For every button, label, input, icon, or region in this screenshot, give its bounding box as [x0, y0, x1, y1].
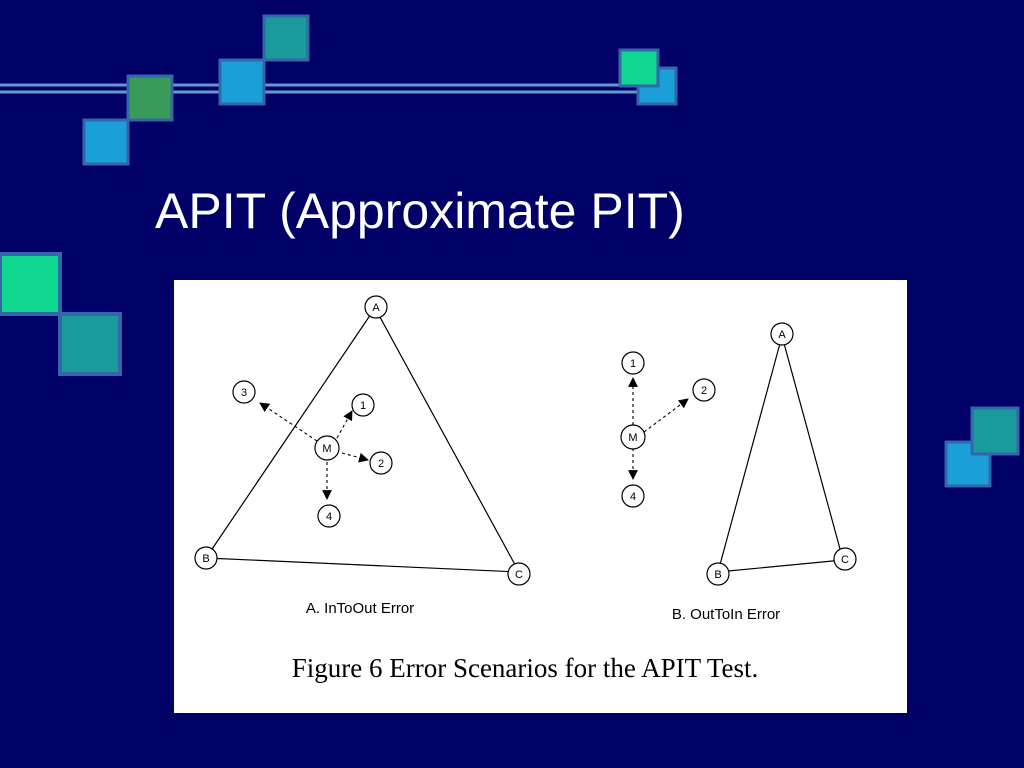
neighbor-arrows — [259, 402, 369, 500]
scenario-b-caption: B. OutToIn Error — [672, 606, 780, 623]
triangle-abc — [717, 335, 844, 573]
node-m: M — [314, 435, 340, 461]
deco-square — [82, 118, 130, 166]
deco-square — [0, 252, 62, 316]
node-m: M — [620, 424, 646, 450]
node-c: C — [507, 562, 531, 586]
node-c: C — [833, 547, 857, 571]
node-1: 1 — [621, 351, 645, 375]
svg-text:4: 4 — [326, 511, 332, 523]
node-b: B — [706, 562, 730, 586]
scenario-b: A B C M 1 2 4 — [620, 322, 857, 623]
deco-square — [618, 48, 660, 88]
scenario-a-caption: A. InToOut Error — [306, 600, 414, 617]
figure-caption: Figure 6 Error Scenarios for the APIT Te… — [292, 653, 759, 683]
decorative-lines — [0, 83, 660, 94]
triangle-abc — [205, 307, 520, 573]
node-a: A — [770, 322, 794, 346]
node-a: A — [364, 295, 388, 319]
svg-text:4: 4 — [630, 491, 636, 503]
deco-square — [58, 312, 122, 376]
svg-text:A: A — [778, 329, 786, 341]
slide-title: APIT (Approximate PIT) — [155, 183, 685, 239]
svg-text:3: 3 — [241, 387, 247, 399]
svg-text:M: M — [628, 432, 637, 444]
node-4: 4 — [621, 484, 645, 508]
svg-text:M: M — [322, 443, 331, 455]
node-3: 3 — [232, 380, 256, 404]
neighbor-arrows — [628, 377, 689, 480]
svg-text:C: C — [515, 569, 523, 581]
deco-square — [262, 14, 310, 62]
svg-text:A: A — [372, 302, 380, 314]
svg-text:C: C — [841, 554, 849, 566]
node-b: B — [194, 546, 218, 570]
node-4: 4 — [317, 504, 341, 528]
figure-panel: A B C M 1 2 3 — [174, 280, 907, 713]
deco-square — [218, 58, 266, 106]
svg-text:1: 1 — [360, 400, 366, 412]
deco-square — [970, 406, 1020, 456]
node-1: 1 — [351, 393, 375, 417]
svg-text:2: 2 — [378, 458, 384, 470]
svg-text:B: B — [202, 553, 209, 565]
node-2: 2 — [369, 451, 393, 475]
scenario-a: A B C M 1 2 3 — [194, 295, 531, 617]
svg-text:2: 2 — [701, 385, 707, 397]
svg-text:1: 1 — [630, 358, 636, 370]
node-2: 2 — [692, 378, 716, 402]
deco-square — [126, 74, 174, 122]
svg-text:B: B — [714, 569, 721, 581]
error-scenarios-diagram: A B C M 1 2 3 — [194, 295, 857, 683]
